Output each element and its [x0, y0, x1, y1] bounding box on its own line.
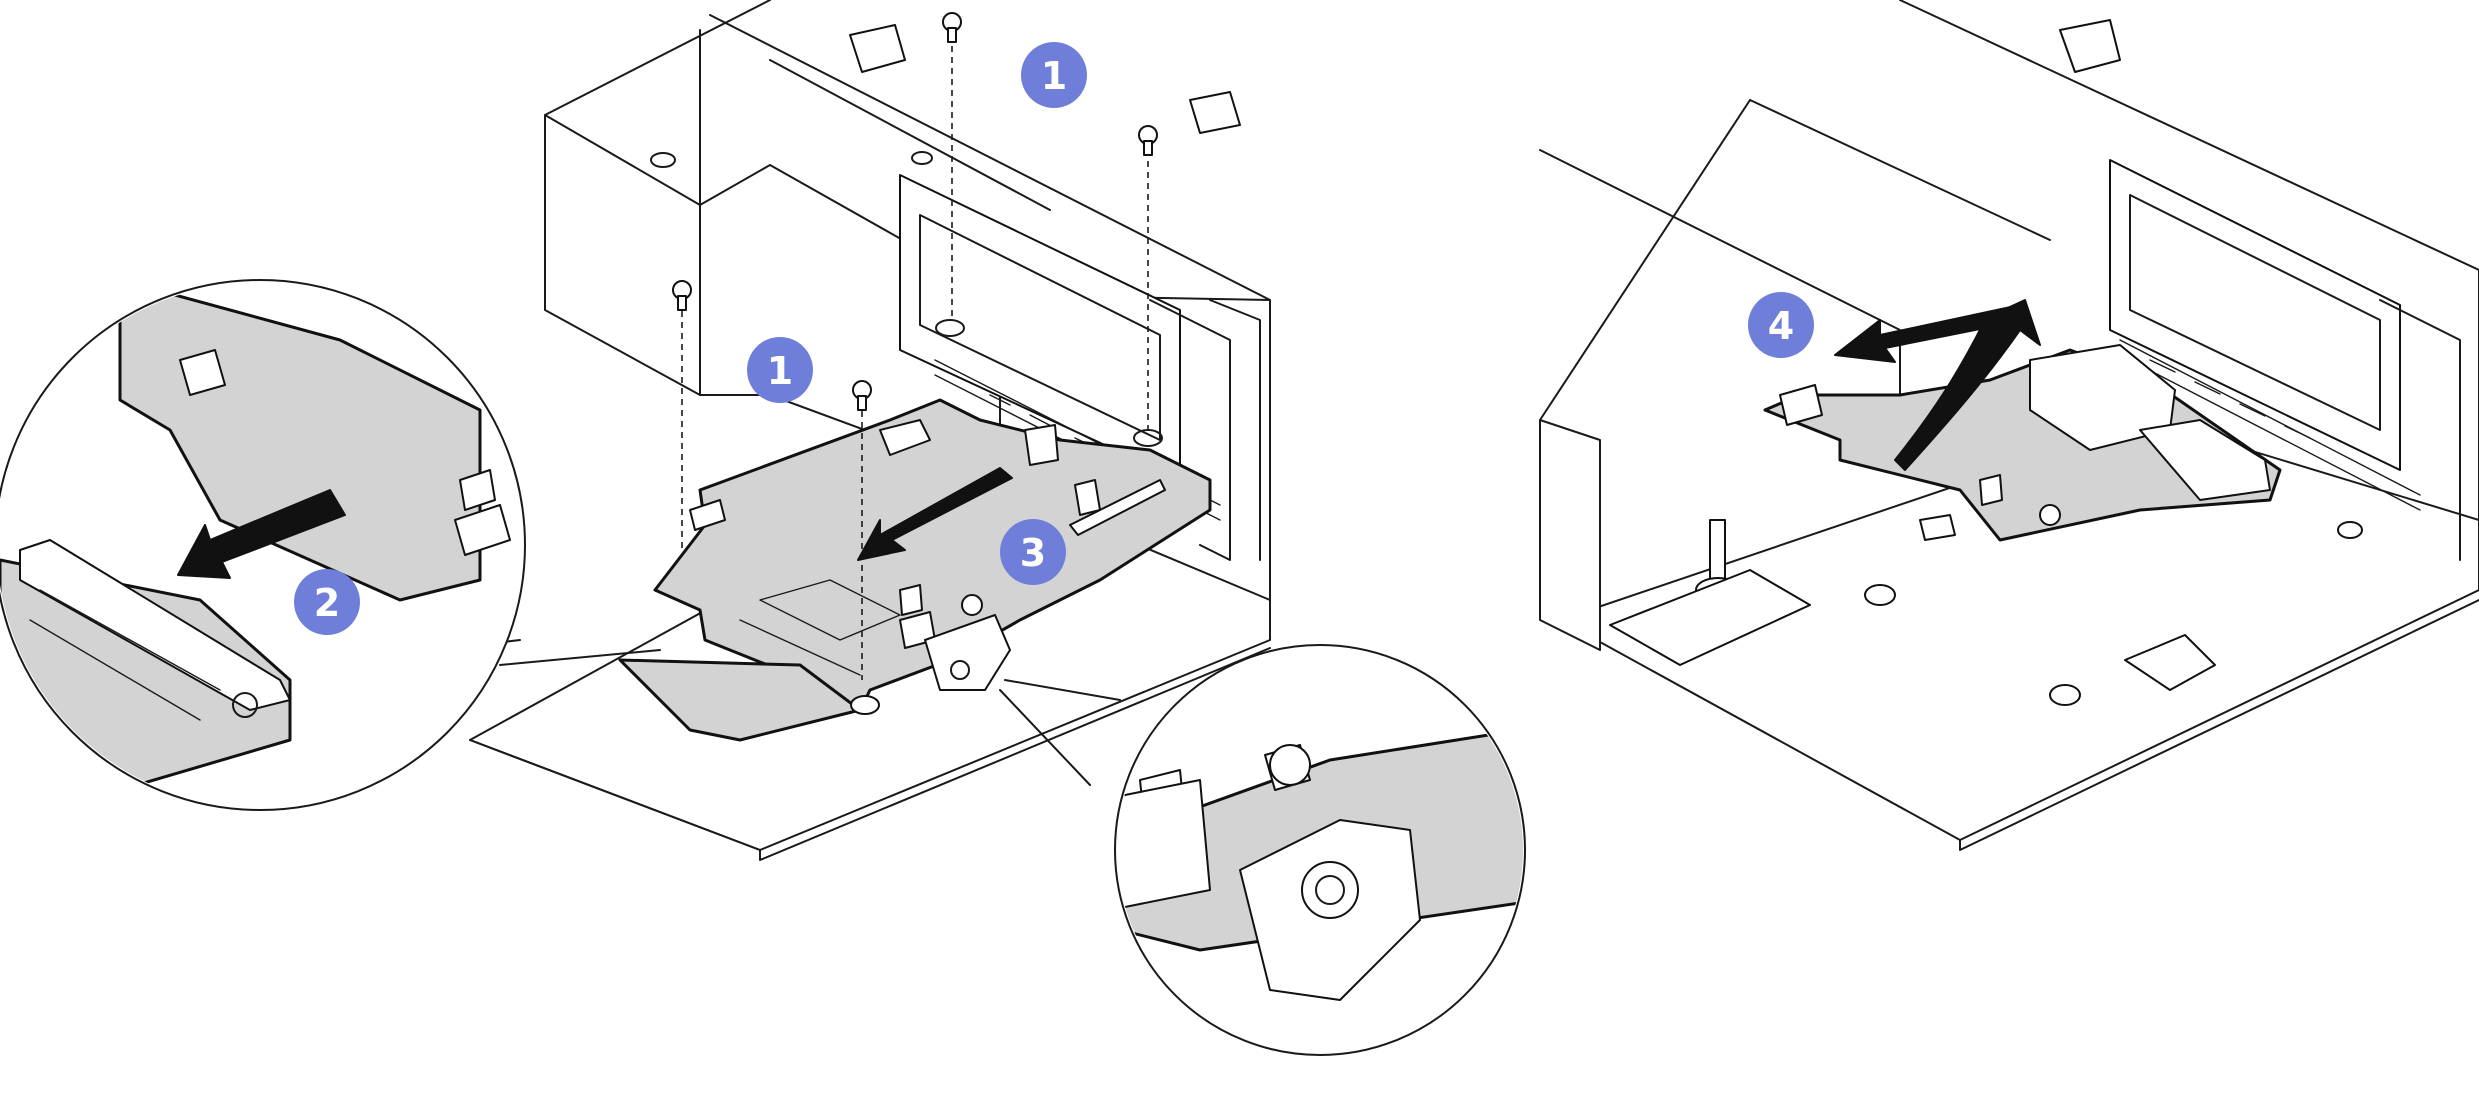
screw-4 — [852, 380, 872, 411]
callout-number: 1 — [767, 349, 793, 393]
screw-3 — [672, 280, 692, 311]
right-retention-clip — [2124, 634, 2216, 691]
callout-4: 4 — [1748, 292, 1814, 358]
callout-badge — [1021, 42, 1087, 108]
retention-clip-left — [924, 614, 1011, 691]
callout-number: 3 — [1020, 531, 1046, 575]
callout-badge — [1000, 519, 1066, 585]
standoff-pin — [1709, 519, 1726, 586]
callout-number: 4 — [1768, 304, 1794, 348]
detail-magnifier-left — [0, 279, 661, 811]
callout-3: 3 — [1000, 519, 1066, 585]
callout-badge — [747, 337, 813, 403]
screw-2 — [1138, 125, 1158, 156]
detail-connector-left — [19, 539, 291, 711]
callout-number: 2 — [314, 581, 340, 625]
lift-arrow-4 — [1894, 299, 2041, 471]
board-connector-a — [879, 419, 931, 456]
slide-arrow-3 — [857, 467, 1013, 561]
chassis-rear-wall — [544, 114, 701, 396]
callout-1-top: 1 — [1021, 42, 1087, 108]
callout-2: 2 — [294, 569, 360, 635]
screws-top — [672, 12, 1158, 680]
detail-connector-right — [1117, 779, 1211, 911]
cable-ribbon — [618, 658, 862, 742]
board-connector-b — [1024, 424, 1059, 466]
screw-1 — [942, 12, 962, 43]
right-assembly-view — [1539, 0, 2479, 851]
slide-arrow-2 — [177, 489, 346, 579]
callout-badge — [294, 569, 360, 635]
callout-badge — [1748, 292, 1814, 358]
callout-1-left: 1 — [747, 337, 813, 403]
left-assembly-view — [469, 0, 1271, 861]
detail-screw-head — [1269, 744, 1311, 786]
right-chassis-bracket — [2109, 159, 2401, 471]
callout-number: 1 — [1041, 54, 1067, 98]
detail-magnifier-right — [999, 644, 1526, 1056]
